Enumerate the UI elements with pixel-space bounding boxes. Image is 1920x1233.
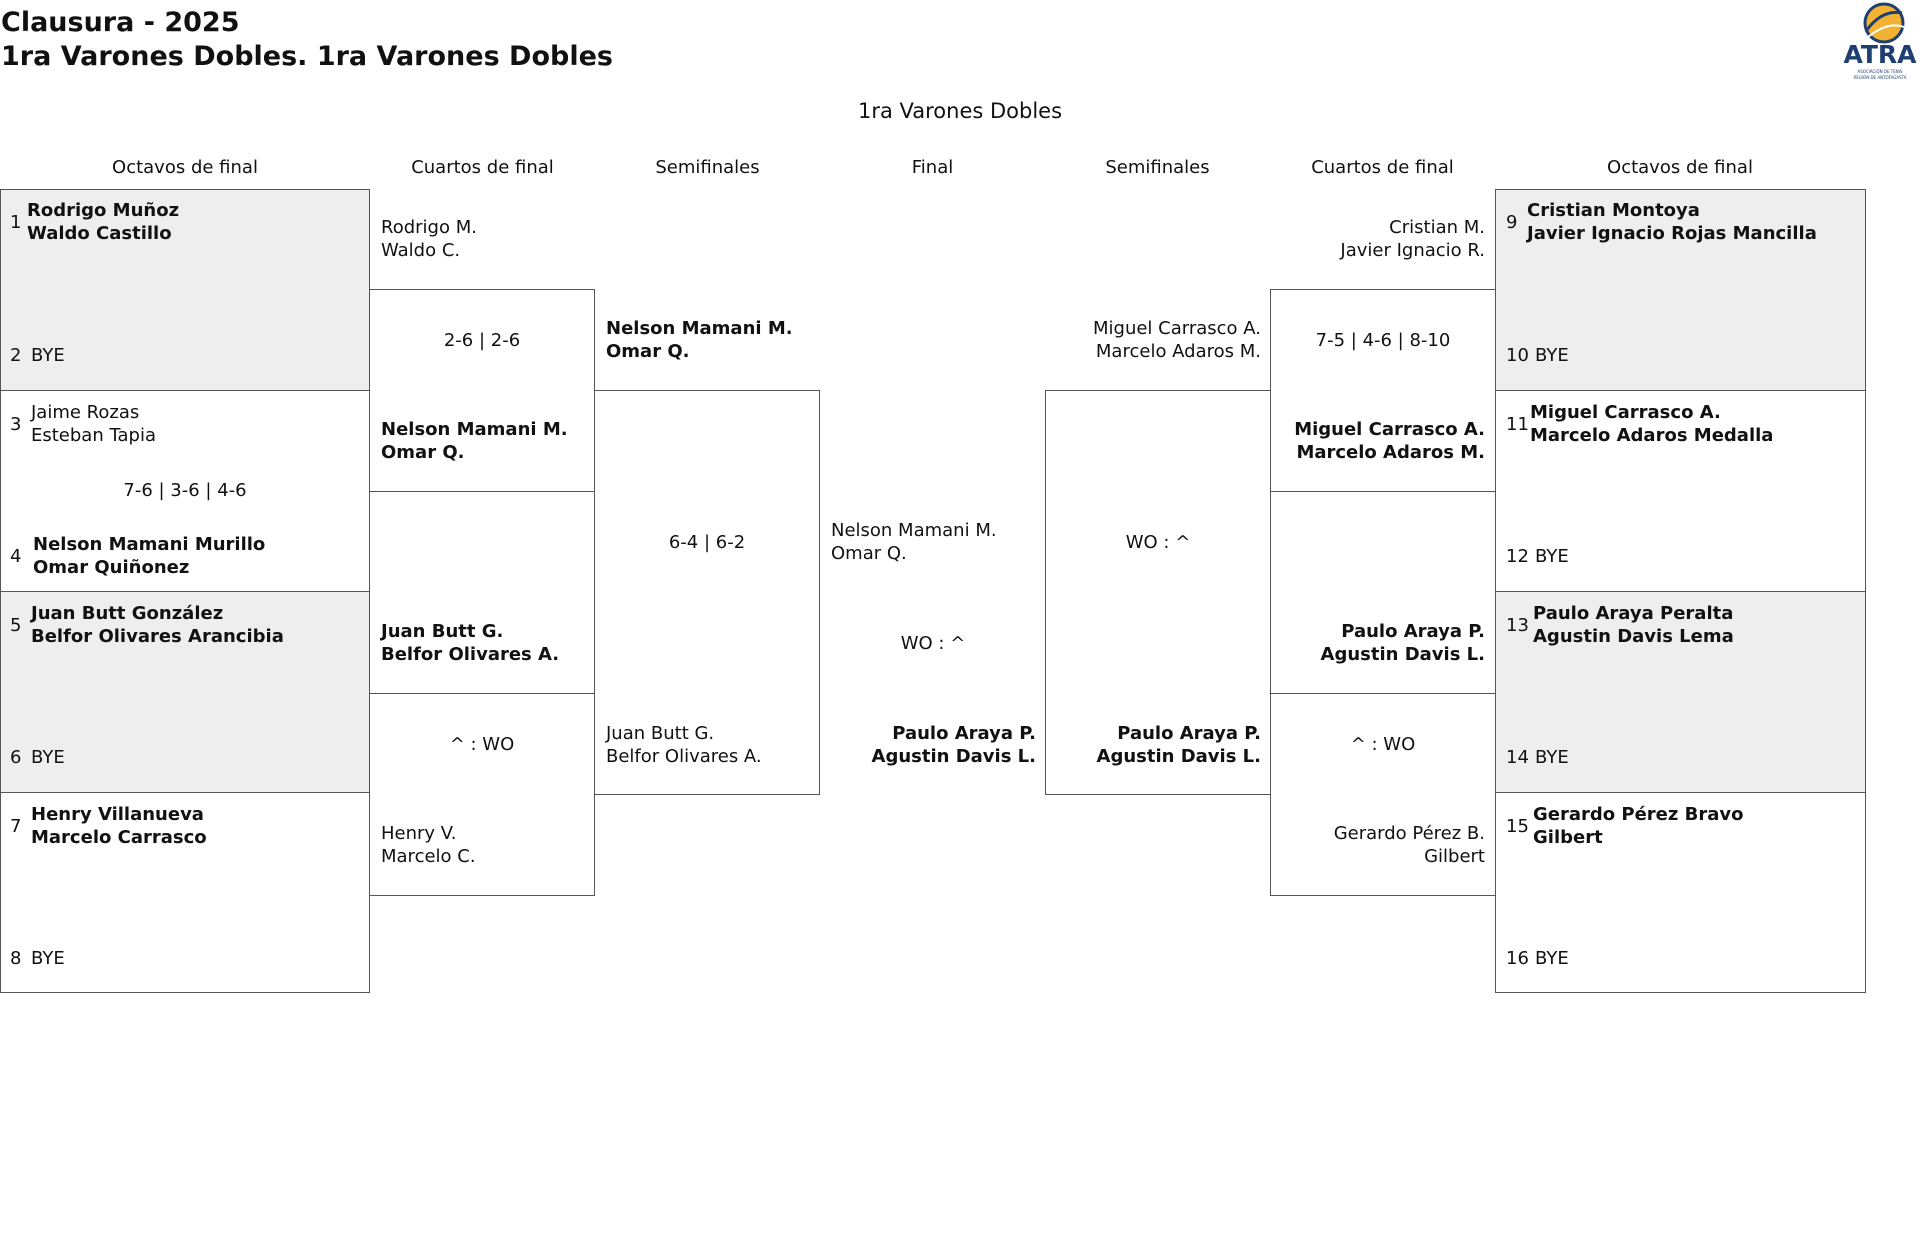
bye-label: BYE — [1535, 546, 1569, 567]
seed-number: 8 — [10, 948, 22, 969]
match-score: 7-5 | 4-6 | 8-10 — [1315, 330, 1451, 351]
player-name: Agustin Davis L. — [1320, 644, 1485, 665]
seed-number: 16 — [1506, 948, 1529, 969]
match-score: WO : ^ — [1125, 532, 1191, 553]
match-semis-right — [1045, 390, 1271, 795]
seed-number: 5 — [10, 615, 22, 636]
player-name: Juan Butt G. — [606, 723, 715, 744]
player-name: Paulo Araya Peralta — [1533, 603, 1734, 624]
match-score: ^ : WO — [1350, 734, 1416, 755]
match-score: 2-6 | 2-6 — [443, 330, 521, 351]
player-name: Javier Ignacio Rojas Mancilla — [1527, 223, 1817, 244]
player-name: Cristian M. — [1389, 217, 1485, 238]
round-label-semis-right: Semifinales — [1105, 157, 1210, 178]
seed-number: 1 — [10, 212, 22, 233]
match-score: 7-6 | 3-6 | 4-6 — [123, 480, 247, 501]
match-score: 6-4 | 6-2 — [668, 532, 746, 553]
player-name: Miguel Carrasco A. — [1530, 402, 1721, 423]
seed-number: 15 — [1506, 816, 1529, 837]
atra-logo: ATRA ASOCIACIÓN DE TENIS REGIÓN DE ANTOF… — [1842, 1, 1918, 83]
player-name: Juan Butt González — [31, 603, 224, 624]
seed-number: 9 — [1506, 212, 1518, 233]
player-name: Nelson Mamani Murillo — [33, 534, 266, 555]
bye-label: BYE — [31, 948, 65, 969]
player-name: Belfor Olivares A. — [381, 644, 560, 665]
seed-number: 3 — [10, 414, 22, 435]
player-name: Omar Q. — [606, 341, 690, 362]
player-name: Gerardo Pérez B. — [1333, 823, 1485, 844]
seed-number: 7 — [10, 816, 22, 837]
svg-text:REGIÓN DE ANTOFAGASTA: REGIÓN DE ANTOFAGASTA — [1853, 75, 1906, 80]
seed-number: 4 — [10, 546, 22, 567]
player-name: Esteban Tapia — [31, 425, 156, 446]
player-name: Marcelo Adaros M. — [1296, 442, 1485, 463]
match-octavos-left-1 — [0, 189, 370, 391]
match-octavos-right-3 — [1495, 591, 1866, 793]
player-name: Waldo C. — [381, 240, 461, 261]
player-name: Marcelo Adaros M. — [1095, 341, 1261, 362]
player-name: Jaime Rozas — [31, 402, 140, 423]
player-name: Nelson Mamani M. — [831, 520, 997, 541]
seed-number: 14 — [1506, 747, 1529, 768]
match-semis-left — [594, 390, 820, 795]
round-label-octavos-left: Octavos de final — [112, 157, 258, 178]
player-name: Juan Butt G. — [381, 621, 504, 642]
atra-logo-graphic: ATRA ASOCIACIÓN DE TENIS REGIÓN DE ANTOF… — [1843, 2, 1917, 80]
seed-number: 12 — [1506, 546, 1529, 567]
player-name: Belfor Olivares A. — [606, 746, 762, 767]
bye-label: BYE — [1535, 948, 1569, 969]
player-name: Henry Villanueva — [31, 804, 204, 825]
seed-number: 6 — [10, 747, 22, 768]
page-title: Clausura - 2025 — [1, 7, 240, 38]
round-label-cuartos-left: Cuartos de final — [411, 157, 554, 178]
bye-label: BYE — [1535, 345, 1569, 366]
player-name: Miguel Carrasco A. — [1092, 318, 1261, 339]
player-name: Agustin Davis L. — [871, 746, 1036, 767]
player-name: Omar Q. — [831, 543, 907, 564]
player-name: Nelson Mamani M. — [606, 318, 793, 339]
player-name: Agustin Davis Lema — [1533, 626, 1734, 647]
player-name: Belfor Olivares Arancibia — [31, 626, 284, 647]
player-name: Gilbert — [1533, 827, 1603, 848]
seed-number: 11 — [1506, 414, 1529, 435]
player-name: Rodrigo M. — [381, 217, 477, 238]
player-name: Marcelo C. — [381, 846, 476, 867]
page-subtitle: 1ra Varones Dobles. 1ra Varones Dobles — [1, 41, 613, 72]
bye-label: BYE — [31, 345, 65, 366]
round-label-final: Final — [911, 157, 954, 178]
player-name: Cristian Montoya — [1527, 200, 1700, 221]
player-name: Nelson Mamani M. — [381, 419, 568, 440]
player-name: Omar Quiñonez — [33, 557, 190, 578]
bye-label: BYE — [31, 747, 65, 768]
seed-number: 2 — [10, 345, 22, 366]
seed-number: 10 — [1506, 345, 1529, 366]
player-name: Henry V. — [381, 823, 457, 844]
player-name: Gerardo Pérez Bravo — [1533, 804, 1744, 825]
match-score: ^ : WO — [449, 734, 515, 755]
svg-text:ATRA: ATRA — [1843, 40, 1917, 69]
player-name: Paulo Araya P. — [892, 723, 1036, 744]
player-name: Miguel Carrasco A. — [1294, 419, 1485, 440]
round-label-cuartos-right: Cuartos de final — [1311, 157, 1454, 178]
svg-text:ASOCIACIÓN DE TENIS: ASOCIACIÓN DE TENIS — [1857, 69, 1902, 74]
player-name: Marcelo Adaros Medalla — [1530, 425, 1774, 446]
player-name: Gilbert — [1424, 846, 1485, 867]
player-name: Rodrigo Muñoz — [27, 200, 180, 221]
player-name: Marcelo Carrasco — [31, 827, 207, 848]
player-name: Waldo Castillo — [27, 223, 172, 244]
player-name: Omar Q. — [381, 442, 465, 463]
player-name: Paulo Araya P. — [1117, 723, 1261, 744]
round-label-octavos-right: Octavos de final — [1607, 157, 1753, 178]
match-score: WO : ^ — [900, 633, 966, 654]
match-octavos-right-4 — [1495, 792, 1866, 993]
player-name: Agustin Davis L. — [1096, 746, 1261, 767]
player-name: Paulo Araya P. — [1341, 621, 1485, 642]
bye-label: BYE — [1535, 747, 1569, 768]
player-name: Javier Ignacio R. — [1340, 240, 1485, 261]
bracket-title: 1ra Varones Dobles — [857, 99, 1063, 123]
seed-number: 13 — [1506, 615, 1529, 636]
round-label-semis-left: Semifinales — [655, 157, 760, 178]
